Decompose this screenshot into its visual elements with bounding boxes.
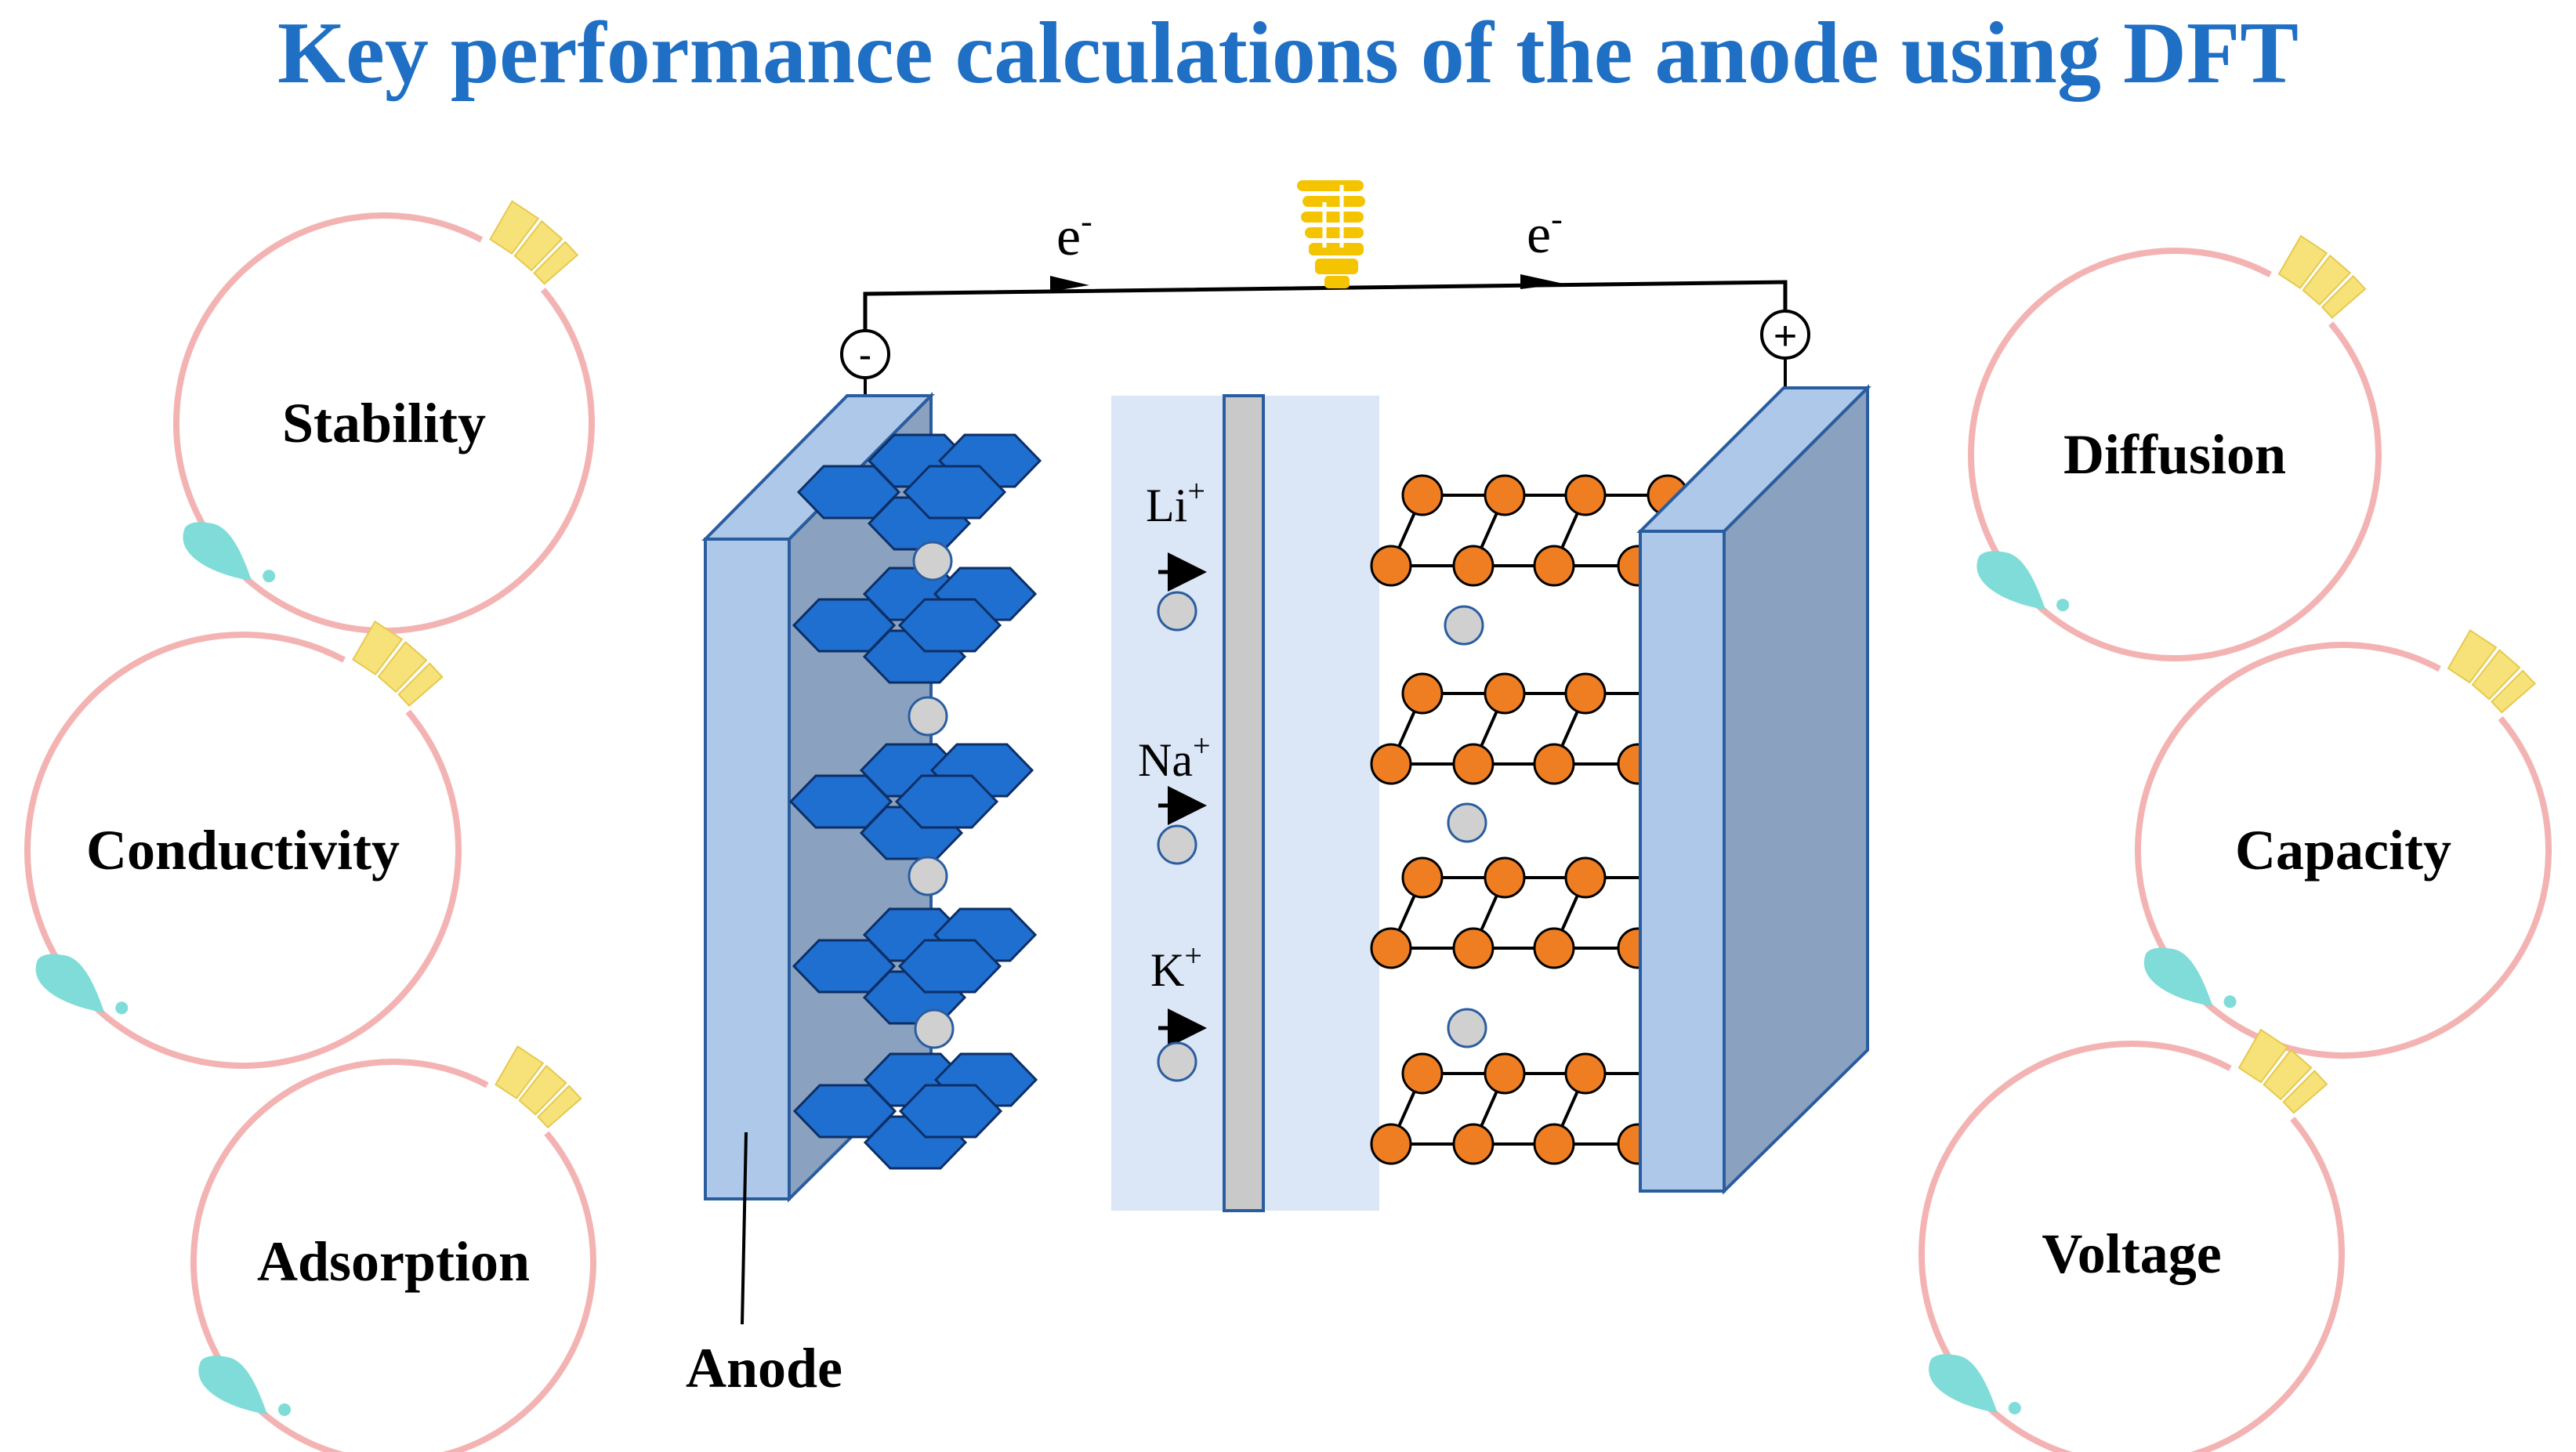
ion-li: Li+ xyxy=(1146,473,1207,632)
property-label-capacity: Capacity xyxy=(2235,819,2451,882)
lattice-atom xyxy=(1370,545,1412,587)
lattice-atom xyxy=(1533,1123,1575,1165)
circuit-wire xyxy=(863,280,1788,357)
cathode-electrode xyxy=(1636,384,1871,1195)
property-label-stability: Stability xyxy=(282,392,486,454)
heart-icon xyxy=(35,954,129,1015)
graphene-cluster xyxy=(788,743,1034,860)
ring-outline xyxy=(190,1059,596,1452)
lattice-atom xyxy=(1484,672,1526,715)
anode-front-face xyxy=(704,538,791,1200)
anode-label: Anode xyxy=(686,1337,842,1399)
sparkle-icon xyxy=(352,620,444,708)
lightbulb-icon xyxy=(1297,180,1365,288)
sparkle-icon xyxy=(489,200,579,285)
sparkle-icon xyxy=(2447,628,2536,714)
lattice-atom xyxy=(1484,856,1526,899)
anode-pointer-line xyxy=(741,1132,748,1325)
lattice-atom xyxy=(1564,672,1607,715)
graphene-cluster xyxy=(792,907,1038,1025)
property-ring-conductivity: Conductivity xyxy=(24,620,462,1069)
wire-arrow-left xyxy=(1050,276,1089,291)
anode-intercalated-ions xyxy=(908,541,955,1049)
lattice-atom xyxy=(1564,856,1607,899)
lattice-atom xyxy=(1401,856,1444,899)
sparkle-icon xyxy=(2237,1028,2328,1114)
lattice-atom xyxy=(1370,1123,1412,1165)
heart-icon xyxy=(198,1356,292,1416)
intercalated-ion xyxy=(908,856,948,896)
heart-icon xyxy=(1976,551,2070,612)
svg-text:+: + xyxy=(1773,313,1797,359)
diagram-title: Key performance calculations of the anod… xyxy=(277,5,2299,102)
graphene-layers xyxy=(788,433,1042,1170)
svg-text:Li+: Li+ xyxy=(1146,473,1205,531)
sparkle-icon xyxy=(2277,234,2367,319)
property-label-adsorption: Adsorption xyxy=(257,1230,530,1293)
lattice-atom xyxy=(1401,474,1444,516)
intercalated-ion xyxy=(914,1008,955,1049)
ion-k: K+ xyxy=(1150,938,1207,1082)
lattice-atom xyxy=(1533,545,1575,587)
intercalated-ion xyxy=(1444,605,1484,646)
lattice-atom xyxy=(1564,1052,1607,1095)
svg-text:Na+: Na+ xyxy=(1138,728,1211,786)
sparkle-icon xyxy=(495,1045,582,1129)
lattice-atom xyxy=(1452,545,1495,587)
electron-label-left: e- xyxy=(1056,202,1092,267)
graphene-cluster xyxy=(792,567,1038,684)
heart-icon xyxy=(1929,1354,2021,1414)
heart-icon xyxy=(183,522,276,583)
lattice-atom xyxy=(1452,743,1495,785)
svg-text:K+: K+ xyxy=(1150,938,1202,996)
lattice-atom xyxy=(1401,672,1444,715)
lattice-atom xyxy=(1533,927,1575,969)
lattice-atom xyxy=(1484,1052,1526,1095)
lattice-atom xyxy=(1452,927,1495,969)
property-ring-capacity: Capacity xyxy=(2135,628,2552,1059)
property-ring-adsorption: Adsorption xyxy=(190,1045,596,1452)
negative-terminal: - xyxy=(840,329,890,415)
cathode-front-face xyxy=(1639,530,1726,1193)
cathode-intercalated-ions xyxy=(1444,605,1487,1048)
lattice-atom xyxy=(1370,743,1412,785)
separator xyxy=(1223,394,1265,1212)
lattice-atom xyxy=(1564,474,1607,516)
intercalated-ion xyxy=(1447,802,1487,843)
lattice-atom xyxy=(1484,474,1526,516)
wire-arrow-right xyxy=(1520,274,1563,289)
lattice-atom xyxy=(1370,927,1412,969)
property-ring-diffusion: Diffusion xyxy=(1968,234,2382,661)
external-circuit: e- e- - xyxy=(840,180,1810,415)
property-ring-stability: Stability xyxy=(173,200,595,634)
property-label-conductivity: Conductivity xyxy=(86,819,400,882)
ring-outline xyxy=(173,212,595,634)
ion-na: Na+ xyxy=(1138,728,1211,865)
heart-icon xyxy=(2143,947,2237,1008)
lattice-atom xyxy=(1533,743,1575,785)
property-label-voltage: Voltage xyxy=(2042,1222,2221,1285)
ring-outline xyxy=(2135,642,2552,1059)
lattice-atom xyxy=(1452,1123,1495,1165)
graphene-cluster xyxy=(792,1052,1038,1170)
ring-outline xyxy=(1918,1041,2345,1452)
intercalated-ion xyxy=(908,696,948,737)
property-label-diffusion: Diffusion xyxy=(2063,423,2286,486)
lattice-atom xyxy=(1401,1052,1444,1095)
svg-text:-: - xyxy=(859,333,872,377)
intercalated-ion xyxy=(1447,1008,1487,1048)
ring-outline xyxy=(24,632,462,1069)
graphene-cluster xyxy=(796,433,1042,551)
electron-label-right: e- xyxy=(1527,200,1563,265)
property-ring-voltage: Voltage xyxy=(1918,1028,2345,1452)
intercalated-ion xyxy=(912,541,953,581)
ring-outline xyxy=(1968,248,2382,661)
